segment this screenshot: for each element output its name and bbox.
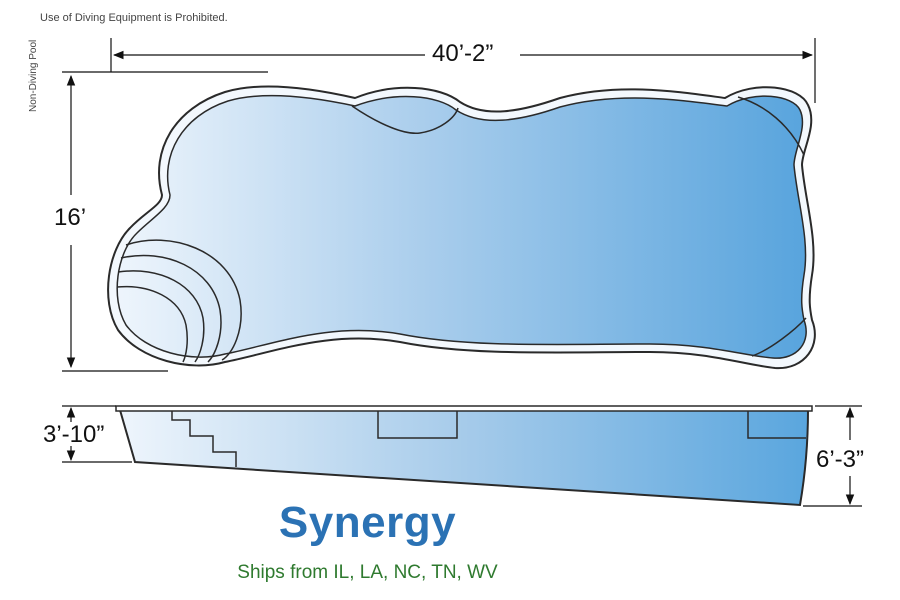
bench-top xyxy=(351,105,459,134)
width-dimension-line xyxy=(62,71,268,372)
deep-depth-dimension-line xyxy=(803,405,862,507)
side-bench-deep xyxy=(747,411,806,439)
bench-deep-right-top xyxy=(737,96,805,156)
entry-steps xyxy=(116,239,242,363)
side-bench-middle xyxy=(377,411,458,439)
length-dimension-line xyxy=(110,38,816,103)
model-name: Synergy xyxy=(278,498,457,547)
width-label: 16’ xyxy=(54,204,87,231)
deep-depth-label: 6’-3” xyxy=(816,446,865,473)
bench-deep-right-bottom xyxy=(751,317,807,357)
side-coping xyxy=(115,405,813,412)
shallow-depth-dimension-line xyxy=(62,405,132,463)
diving-warning: Use of Diving Equipment is Prohibited. xyxy=(40,12,228,24)
shallow-depth-label: 3’-10” xyxy=(43,421,105,448)
pool-side-profile xyxy=(118,409,810,507)
length-label: 40’-2” xyxy=(432,40,494,67)
shipping-locations: Ships from IL, LA, NC, TN, WV xyxy=(237,562,498,583)
side-steps xyxy=(171,411,237,467)
pool-top-view-water xyxy=(116,94,807,359)
